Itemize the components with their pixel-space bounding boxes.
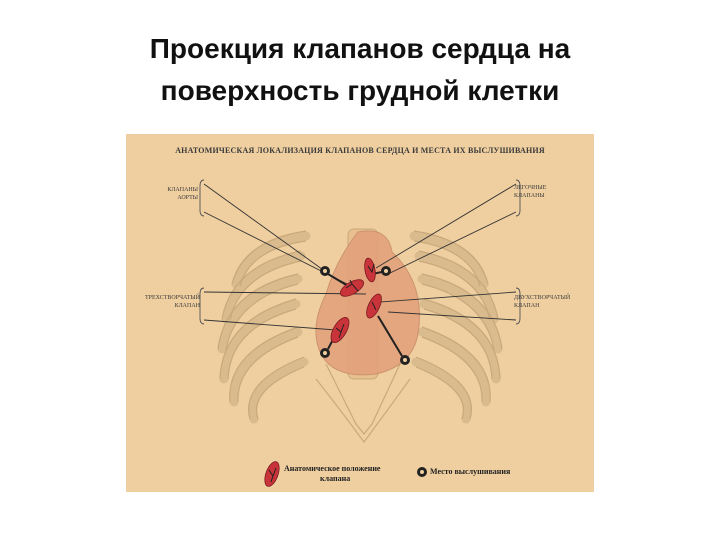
label-aortic: КЛАПАНЫ АОРТЫ — [166, 186, 198, 202]
heart-valves-figure: АНАТОМИЧЕСКАЯ ЛОКАЛИЗАЦИЯ КЛАПАНОВ СЕРДЦ… — [126, 134, 594, 492]
legend-valve-icon — [262, 460, 282, 489]
label-mitral: ДВУХСТВОРЧАТЫЙ КЛАПАН — [514, 294, 588, 310]
label-tricuspid: ТРЕХСТВОРЧАТЫЙ КЛАПАН — [140, 294, 200, 310]
label-pulmonary: ЛЕГОЧНЫЕ КЛАПАНЫ — [514, 184, 574, 200]
figure-caption: АНАТОМИЧЕСКАЯ ЛОКАЛИЗАЦИЯ КЛАПАНОВ СЕРДЦ… — [126, 146, 594, 155]
legend-auscultation-text: Место выслушивания — [430, 467, 510, 477]
heart — [316, 231, 420, 375]
legend-valve-text: Анатомическое положение клапана — [284, 464, 380, 484]
title-line-2: поверхность грудной клетки — [0, 70, 720, 112]
slide-title: Проекция клапанов сердца на поверхность … — [0, 28, 720, 112]
legend-auscultation-icon — [417, 467, 427, 477]
title-line-1: Проекция клапанов сердца на — [0, 28, 720, 70]
